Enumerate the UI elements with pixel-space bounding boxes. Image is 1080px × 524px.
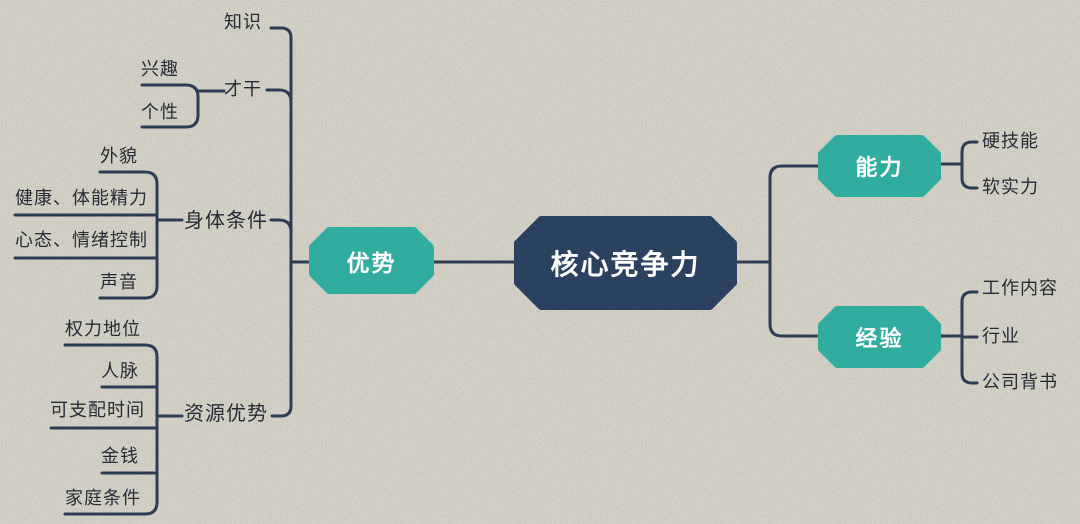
- experience-node-label[interactable]: 经验: [855, 327, 904, 352]
- topic-resource-advantage[interactable]: 资源优势: [184, 401, 268, 425]
- edge-talent-bracket: [140, 83, 200, 129]
- topic-talent[interactable]: 才干: [224, 79, 262, 100]
- edge-ability-bracket: [960, 140, 979, 190]
- topic-hard-skills[interactable]: 硬技能: [982, 131, 1039, 152]
- edge-left-spine: [269, 26, 293, 418]
- topic-interest[interactable]: 兴趣: [141, 59, 179, 80]
- topic-personality[interactable]: 个性: [141, 102, 179, 123]
- root-node-label[interactable]: 核心竞争力: [550, 248, 701, 281]
- edge-talent-spine: [265, 88, 293, 104]
- topic-appearance[interactable]: 外貌: [100, 146, 138, 167]
- topic-body-condition[interactable]: 身体条件: [184, 208, 268, 232]
- experience-node-shape[interactable]: [818, 306, 941, 368]
- topic-connections[interactable]: 人脉: [101, 361, 139, 382]
- topic-soft-power[interactable]: 软实力: [982, 177, 1039, 198]
- topic-work-content[interactable]: 工作内容: [982, 278, 1058, 299]
- edge-body-bracket: [98, 170, 159, 300]
- topic-company-endorsement[interactable]: 公司背书: [982, 372, 1058, 393]
- advantage-node-label[interactable]: 优势: [346, 250, 397, 277]
- topic-shapes: [309, 135, 941, 368]
- edge-body-spine: [269, 218, 293, 234]
- topic-power-status[interactable]: 权力地位: [65, 319, 141, 340]
- ability-node-shape[interactable]: [818, 135, 941, 197]
- topic-industry[interactable]: 行业: [982, 326, 1020, 347]
- topic-money[interactable]: 金钱: [101, 446, 139, 467]
- root-node-shape[interactable]: [514, 216, 737, 310]
- edge-right-spine: [768, 164, 823, 338]
- advantage-node-shape[interactable]: [309, 227, 434, 294]
- ability-node-label[interactable]: 能力: [855, 156, 904, 181]
- topic-disposable-time[interactable]: 可支配时间: [50, 400, 145, 421]
- topic-voice[interactable]: 声音: [100, 272, 138, 293]
- topic-family-conditions[interactable]: 家庭条件: [65, 488, 141, 509]
- topic-mindset-emotion-control[interactable]: 心态、情绪控制: [15, 230, 148, 251]
- topic-health-energy[interactable]: 健康、体能精力: [15, 188, 148, 209]
- topic-knowledge[interactable]: 知识: [224, 12, 262, 33]
- connector-lines: [13, 26, 979, 516]
